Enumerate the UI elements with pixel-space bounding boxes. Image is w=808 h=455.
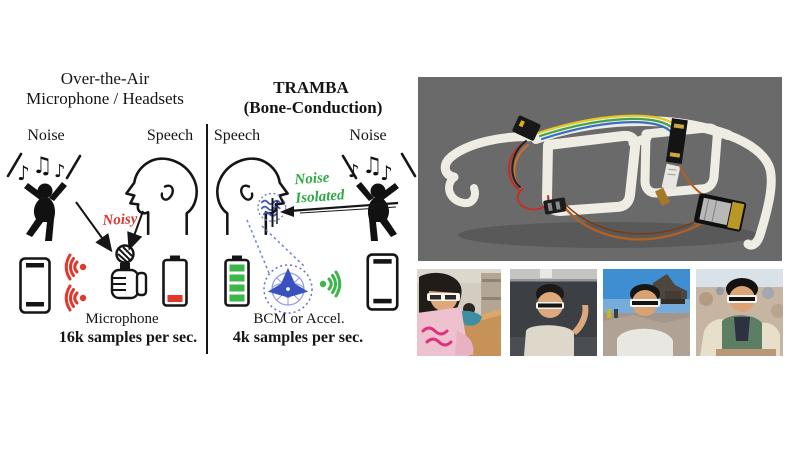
svg-text:♪: ♪ [54,161,66,182]
flex-cable [654,187,670,206]
svg-text:♪: ♪ [380,161,393,185]
left-title-line1: Over-the-Air [60,69,150,88]
music-notes-icon: ♪ ♫ ♪ [348,153,393,185]
svg-text:♪: ♪ [17,161,30,185]
privacy-bar [729,297,755,301]
photo-wearing-blackboard [510,269,597,356]
ear-icon [240,184,254,201]
battery-low-icon [162,255,188,307]
photo-wearing-cafeteria [696,269,783,356]
dancing-person-noise-icon: ♪ ♫ ♪ [5,146,85,244]
speaking-head-icon [117,151,205,235]
right-speech-label: Speech [213,127,261,144]
ear-icon [160,184,174,201]
music-notes-icon: ♪ ♫ ♪ [17,153,66,185]
radio-waves-red-icon [53,251,89,313]
noise-wall-icon [271,198,278,227]
vibration-cone-lines [246,219,306,274]
white-shirt [617,328,673,356]
right-sensor-label: BCM or Accel. [253,311,345,327]
right-title-line2: (Bone-Conduction) [243,98,383,117]
svg-text:♪: ♪ [348,161,360,182]
photo-wearing-classroom [417,269,501,356]
speech-to-mic-arrow [127,210,144,251]
left-sample-rate: 16k samples per sec. [58,329,198,346]
connector-block [543,197,567,215]
noise-isolated-arrow [280,201,399,217]
wire-bundle [507,140,550,211]
left-sensor-label: Microphone [85,311,159,327]
jacket-sleeve [700,319,726,356]
hand-microphone-icon [101,243,149,313]
right-sample-rate: 4k samples per sec. [232,329,364,346]
svg-text:♫: ♫ [362,153,383,179]
sweater [524,325,574,356]
glasses-prototype-photo [418,77,782,261]
ribbon-wires [536,114,678,141]
noise-to-mic-arrow [75,201,113,253]
battery-full-icon [224,255,250,307]
right-title-line1: TRAMBA [273,78,349,97]
speaking-head-bone-conduction-icon [209,151,297,235]
left-module [512,115,541,141]
left-speech-label: Speech [146,127,194,144]
left-noise-label: Noise [27,127,65,144]
inner-shirt [734,317,750,341]
right-noise-label: Noise [349,127,387,144]
photo-wearing-construction [603,269,690,356]
battery-pack [694,193,747,232]
privacy-bar [632,301,658,305]
accelerometer-icon [262,262,314,314]
left-title-line2: Microphone / Headsets [26,89,184,108]
center-pcb-module [665,118,688,164]
panel-divider [206,124,208,354]
excavator-silhouette [653,274,687,304]
privacy-bar [538,303,562,308]
wireless-signal-green-icon [317,267,353,301]
phone-icon-left [19,257,51,314]
svg-text:♫: ♫ [32,153,53,179]
phone-icon-right [366,253,399,311]
